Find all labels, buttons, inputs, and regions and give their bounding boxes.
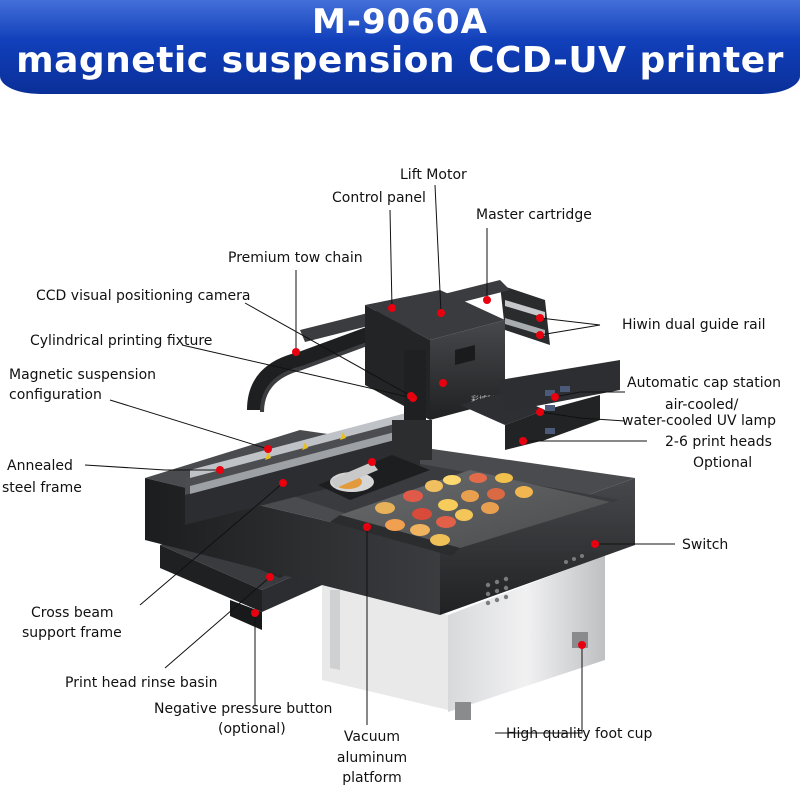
label-magnetic-1: Magnetic suspension — [9, 367, 157, 383]
label-cross-beam-1: Cross beam — [31, 605, 114, 621]
carriage: 彩域科 — [318, 290, 620, 500]
label-switch: Switch — [682, 537, 729, 553]
label-premium-tow-chain: Premium tow chain — [228, 250, 363, 266]
printed-samples — [375, 473, 533, 546]
label-vacuum-2: aluminum — [336, 750, 408, 766]
label-annealed-2: steel frame — [2, 480, 82, 496]
label-control-panel: Control panel — [332, 190, 426, 206]
label-magnetic-2: configuration — [9, 387, 102, 403]
label-master-cartridge: Master cartridge — [476, 207, 592, 223]
product-subtitle: magnetic suspension CCD-UV printer — [16, 40, 784, 81]
label-annealed-1: Annealed — [7, 458, 73, 474]
label-lift-motor: Lift Motor — [400, 167, 467, 183]
leader-lines — [84, 184, 675, 734]
label-uv-lamp-1: air-cooled/ — [665, 397, 739, 413]
model-title: M-9060A — [312, 2, 488, 42]
label-vacuum-1: Vacuum — [343, 729, 401, 745]
label-uv-lamp-2: water-cooled UV lamp — [622, 413, 776, 429]
base-cabinet — [322, 555, 605, 720]
label-rinse-basin: Print head rinse basin — [65, 675, 218, 691]
label-foot-cup: High quality foot cup — [506, 726, 653, 742]
label-ccd-camera: CCD visual positioning camera — [36, 288, 251, 304]
label-neg-pressure-1: Negative pressure button — [154, 701, 333, 717]
banner-shine — [0, 0, 800, 40]
label-print-heads-2: Optional — [693, 455, 753, 471]
marker-dots — [216, 296, 599, 649]
title-banner: M-9060A magnetic suspension CCD-UV print… — [0, 0, 800, 94]
label-auto-cap-station: Automatic cap station — [627, 375, 782, 391]
gantry — [185, 280, 550, 525]
label-cross-beam-2: support frame — [22, 625, 122, 641]
label-neg-pressure-2: (optional) — [218, 721, 286, 737]
label-cylindrical-fixture: Cylindrical printing fixture — [30, 333, 213, 349]
label-print-heads-1: 2-6 print heads — [665, 434, 772, 450]
label-hiwin-rail: Hiwin dual guide rail — [622, 317, 766, 333]
label-vacuum-3: platform — [342, 770, 402, 786]
